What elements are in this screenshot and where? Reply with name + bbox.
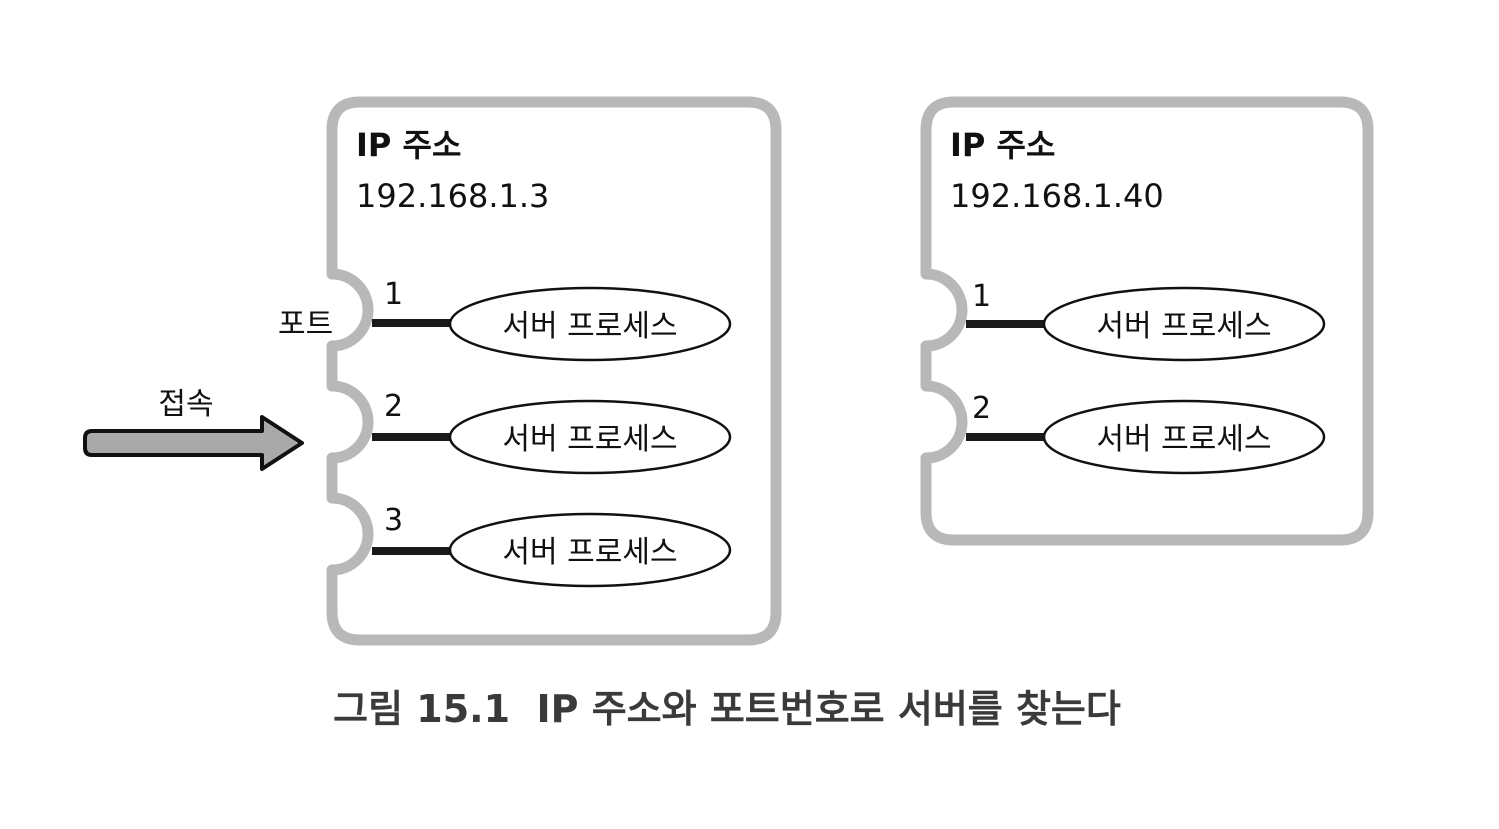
connection-arrow: 접속 [83,387,304,471]
figure-caption: 그림 15.1 IP 주소와 포트번호로 서버를 찾는다 [333,687,1121,731]
port-number: 2 [972,391,991,426]
host-box-right-outline [920,96,1374,546]
port-number: 1 [972,279,991,314]
connection-label: 접속 [158,387,213,422]
port-number: 1 [384,277,403,312]
host-right-ip-label: IP 주소 [950,126,1055,164]
server-process-ellipse [1042,399,1326,475]
server-process-label: 서버 프로세스 [502,309,677,344]
server-process-label: 서버 프로세스 [1096,309,1271,344]
server-process-ellipse [448,399,732,475]
port-label: 포트 [278,307,333,342]
server-process-ellipse [448,512,732,588]
port-number: 3 [384,503,403,538]
port-number: 2 [384,389,403,424]
host-box-left-outline [326,96,782,646]
server-process-label: 서버 프로세스 [502,535,677,570]
host-left-ip-label: IP 주소 [356,126,461,164]
server-process-ellipse [1042,286,1326,362]
host-left-ip-value: 192.168.1.3 [356,177,549,215]
host-right-ip-value: 192.168.1.40 [950,177,1164,215]
server-process-label: 서버 프로세스 [502,422,677,457]
server-process-label: 서버 프로세스 [1096,422,1271,457]
host-box-left: IP 주소 192.168.1.3 포트 1 서버 프로세스 2 서버 프로세스… [278,96,782,646]
server-process-ellipse [448,286,732,362]
arrow-right-icon [83,415,304,471]
host-box-right: IP 주소 192.168.1.40 1 서버 프로세스 2 서버 프로세스 [920,96,1374,546]
